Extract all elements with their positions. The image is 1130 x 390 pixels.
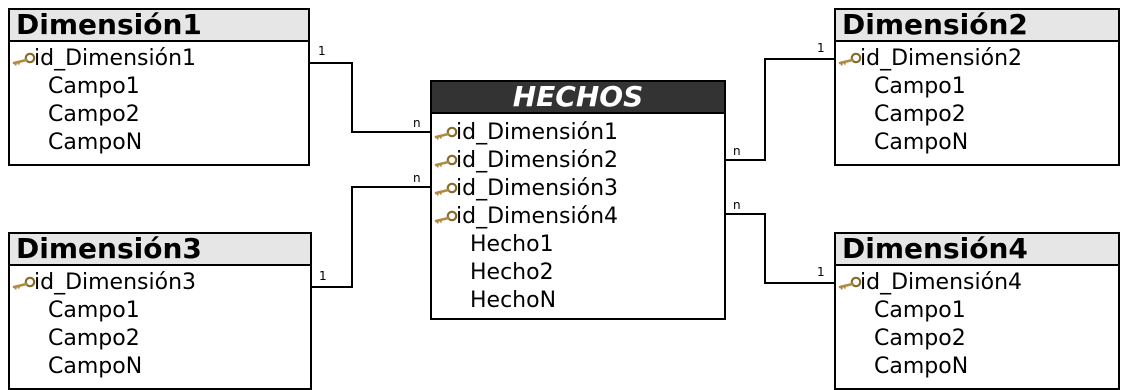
relationship-line-dimension2 [722,58,836,161]
table-title: HECHOS [432,82,724,114]
field: CampoN [874,130,969,155]
relationship-line-dimension1 [308,62,432,133]
primary-key-field: id_Dimensión3 [10,269,310,297]
table-dimension4: Dimensión4 id_Dimensión4 Campo1 Campo2 C… [834,232,1120,390]
foreign-key-field: id_Dimensión1 [432,119,724,147]
primary-key-field: id_Dimensión1 [10,45,308,73]
key-icon [12,52,36,66]
cardinality-many-dimension3: n [413,171,421,185]
field-label: id_Dimensión4 [860,270,1023,295]
field-label: id_Dimensión1 [456,120,619,145]
table-title: Dimensión3 [10,234,310,266]
foreign-key-field: id_Dimensión4 [432,203,724,231]
table-fact-hechos: HECHOS id_Dimensión1 id_Dimensión2 id_Di… [430,80,726,320]
field: Campo1 [874,74,966,99]
cardinality-one-dimension4: 1 [817,265,825,279]
key-icon [434,210,458,224]
measure-field: HechoN [470,288,557,313]
measure-field: Hecho1 [470,232,554,257]
primary-key-field: id_Dimensión2 [836,45,1118,73]
primary-key-field: id_Dimensión4 [836,269,1118,297]
field-label: id_Dimensión1 [34,46,197,71]
table-dimension1: Dimensión1 id_Dimensión1 Campo1 Campo2 C… [8,8,310,166]
field-label: id_Dimensión2 [456,148,619,173]
key-icon [434,154,458,168]
cardinality-one-dimension1: 1 [318,44,326,58]
measure-field: Hecho2 [470,260,554,285]
field-label: id_Dimensión4 [456,204,619,229]
field: Campo1 [48,74,140,99]
field: CampoN [874,354,969,379]
relationship-line-dimension4 [722,213,836,284]
field: Campo2 [874,102,966,127]
key-icon [434,126,458,140]
field: Campo1 [874,298,966,323]
field-label: id_Dimensión2 [860,46,1023,71]
relationship-line-dimension3 [310,186,432,288]
key-icon [838,276,862,290]
field: Campo2 [48,326,140,351]
cardinality-one-dimension3: 1 [319,269,327,283]
field: Campo1 [48,298,140,323]
key-icon [838,52,862,66]
key-icon [434,182,458,196]
table-dimension3: Dimensión3 id_Dimensión3 Campo1 Campo2 C… [8,232,312,390]
table-title: Dimensión1 [10,10,308,42]
table-dimension2: Dimensión2 id_Dimensión2 Campo1 Campo2 C… [834,8,1120,166]
cardinality-many-dimension4: n [733,198,741,212]
field: CampoN [48,130,143,155]
field: CampoN [48,354,143,379]
table-title: Dimensión2 [836,10,1118,42]
foreign-key-field: id_Dimensión3 [432,175,724,203]
cardinality-many-dimension1: n [413,116,421,130]
cardinality-many-dimension2: n [733,144,741,158]
key-icon [12,276,36,290]
field: Campo2 [874,326,966,351]
field: Campo2 [48,102,140,127]
cardinality-one-dimension2: 1 [817,41,825,55]
foreign-key-field: id_Dimensión2 [432,147,724,175]
table-title: Dimensión4 [836,234,1118,266]
field-label: id_Dimensión3 [456,176,619,201]
field-label: id_Dimensión3 [34,270,197,295]
